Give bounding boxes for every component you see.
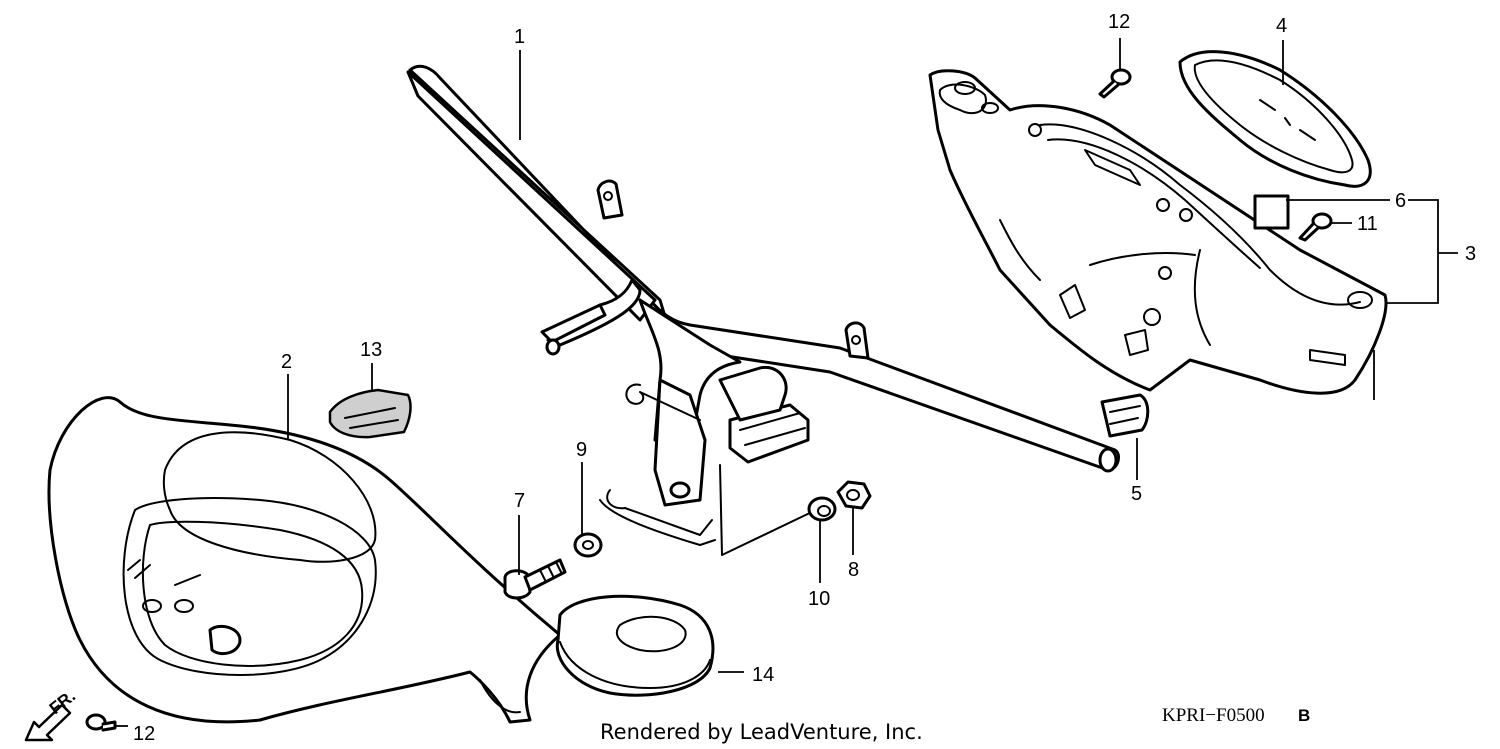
collar-part-9 <box>573 532 603 558</box>
rendered-by-credit: Rendered by LeadVenture, Inc. <box>600 720 923 744</box>
callout-2: 2 <box>281 351 292 373</box>
direction-label: FR. <box>46 686 79 718</box>
front-cover-part-2 <box>47 396 562 724</box>
sponge-part-13 <box>328 388 412 439</box>
callout-10: 10 <box>808 588 830 610</box>
callout-13: 13 <box>360 339 382 361</box>
callout-3: 3 <box>1465 243 1476 265</box>
leader-lines <box>115 38 1458 727</box>
bolt-part-7 <box>503 558 567 600</box>
callout-12-top: 12 <box>1108 11 1130 33</box>
clip-part-5 <box>1100 393 1150 438</box>
callout-4: 4 <box>1276 15 1287 37</box>
callout-14: 14 <box>752 664 774 686</box>
callout-1: 1 <box>514 26 525 48</box>
callout-9: 9 <box>576 439 587 461</box>
screw-part-12-top <box>1098 68 1132 99</box>
rear-cover-part-3 <box>928 69 1388 395</box>
callout-7: 7 <box>514 490 525 512</box>
screw-part-11 <box>1298 212 1333 242</box>
callout-8: 8 <box>848 559 859 581</box>
callout-6: 6 <box>1395 190 1406 212</box>
washer-part-10 <box>807 496 837 522</box>
screw-part-12-bottom <box>85 713 117 732</box>
callout-12-bottom: 12 <box>133 723 155 745</box>
nut-part-8 <box>836 480 872 510</box>
rubber-mount-part-14 <box>555 594 715 697</box>
callout-5: 5 <box>1131 483 1142 505</box>
callout-11: 11 <box>1357 213 1378 235</box>
meter-frame-part-4 <box>1178 50 1372 188</box>
front-direction-arrow: FR. <box>24 686 79 742</box>
diagram-code: KPRI−F0500 <box>1162 705 1265 726</box>
callout-labels: 1 2 3 4 5 6 7 8 9 10 11 12 12 13 14 <box>133 11 1476 745</box>
diagram-code-suffix: B <box>1298 706 1310 725</box>
handlebar-part-1 <box>406 64 1120 556</box>
pad-part-6 <box>1253 194 1290 230</box>
